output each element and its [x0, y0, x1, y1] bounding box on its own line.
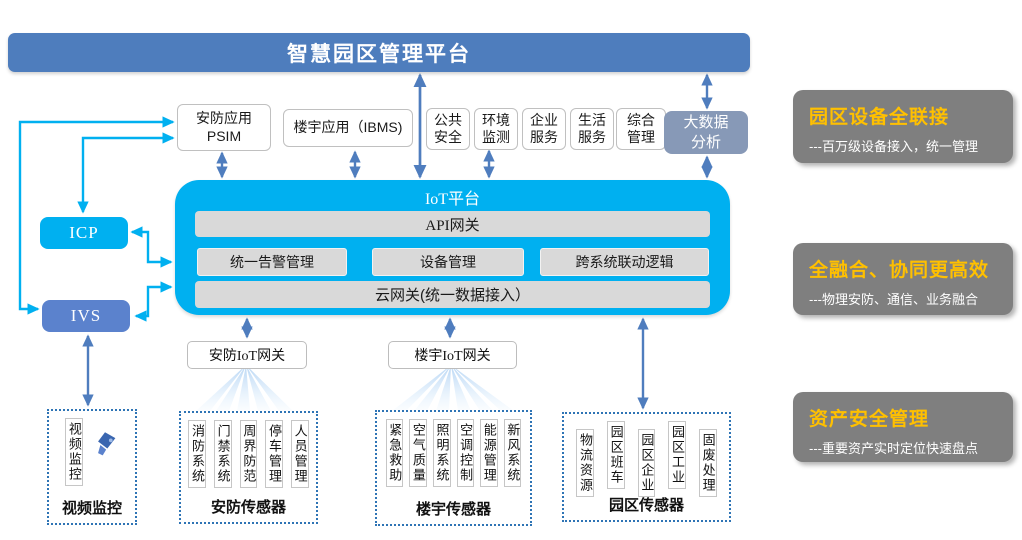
module-alarm-management: 统一告警管理: [197, 248, 347, 276]
module-device-management: 设备管理: [372, 248, 524, 276]
cloud-gateway-bar: 云网关(统一数据接入）: [195, 281, 710, 308]
building-iot-gateway: 楼宇IoT网关: [388, 341, 517, 369]
app-life-services: 生活 服务: [570, 108, 614, 150]
sensor-group-video: 视频监控 视频监控: [47, 409, 137, 525]
sensor-group-label: 视频监控: [61, 500, 122, 517]
bigdata-analysis-node: 大数据 分析: [664, 111, 748, 154]
icp-node: ICP: [40, 217, 128, 249]
app-public-safety: 公共 安全: [426, 108, 470, 150]
sensor-item: 园区班车: [607, 421, 625, 489]
iot-platform: IoT平台 API网关 统一告警管理 设备管理 跨系统联动逻辑 云网关(统一数据…: [175, 180, 730, 315]
benefit-title: 资产安全管理: [809, 409, 930, 430]
benefit-panel-convergence: 全融合、协同更高效 ---物理安防、通信、业务融合: [793, 243, 1013, 315]
benefit-title: 全融合、协同更高效: [809, 260, 990, 281]
sensor-group-security: 消防系统 门禁系统 周界防范 停车管理 人员管理 安防传感器: [179, 411, 318, 524]
page-title: 智慧园区管理平台: [287, 42, 471, 66]
app-env-monitoring: 环境 监测: [474, 108, 518, 150]
benefit-desc: ---物理安防、通信、业务融合: [809, 292, 978, 307]
sensor-item: 物流资源: [576, 429, 595, 497]
sensor-item: 人员管理: [290, 420, 309, 488]
sensor-group-label: 楼宇传感器: [415, 501, 491, 518]
benefit-title: 园区设备全联接: [809, 107, 950, 128]
sensor-group-building: 紧急救助 空气质量 照明系统 空调控制 能源管理 新风系统 楼宇传感器: [375, 410, 532, 526]
api-gateway-bar: API网关: [195, 211, 710, 237]
benefit-panel-device-connection: 园区设备全联接 ---百万级设备接入，统一管理: [793, 90, 1013, 163]
benefit-panel-asset-security: 资产安全管理 ---重要资产实时定位快速盘点: [793, 392, 1013, 462]
sensor-item: 周界防范: [239, 420, 258, 488]
sensor-group-park: 物流资源 园区班车 园区企业 园区工业 固废处理 园区传感器: [562, 412, 731, 522]
benefit-desc: ---重要资产实时定位快速盘点: [809, 441, 978, 456]
sensor-item: 新风系统: [503, 419, 522, 487]
app-ibms: 楼宇应用（IBMS): [283, 109, 413, 147]
sensor-item: 紧急救助: [385, 419, 404, 487]
security-gateway-rays: [196, 365, 293, 411]
ivs-node: IVS: [42, 300, 130, 332]
building-gateway-rays: [392, 365, 514, 411]
camera-icon: [97, 432, 116, 456]
sensor-item: 消防系统: [188, 420, 207, 488]
sensor-item: 停车管理: [265, 420, 283, 488]
iot-platform-title: IoT平台: [424, 191, 481, 208]
sensor-item: 固废处理: [698, 429, 717, 497]
app-general-management: 综合 管理: [616, 108, 666, 150]
sensor-group-label: 安防传感器: [210, 499, 286, 516]
sensor-item: 能源管理: [480, 419, 498, 487]
benefit-desc: ---百万级设备接入，统一管理: [809, 139, 978, 154]
module-cross-system-linkage: 跨系统联动逻辑: [540, 248, 709, 276]
app-psim: 安防应用 PSIM: [177, 104, 271, 151]
sensor-item: 园区企业: [637, 429, 656, 497]
sensor-item: 视频监控: [65, 418, 83, 486]
security-iot-gateway: 安防IoT网关: [187, 341, 307, 369]
sensor-item: 门禁系统: [214, 420, 232, 488]
sensor-item: 照明系统: [432, 419, 451, 487]
sensor-group-label: 园区传感器: [608, 497, 684, 514]
sensor-item: 空气质量: [409, 419, 427, 487]
platform-title-banner: 智慧园区管理平台: [8, 33, 750, 72]
sensor-item: 园区工业: [668, 421, 686, 489]
app-enterprise-services: 企业 服务: [522, 108, 566, 150]
sensor-item: 空调控制: [456, 419, 475, 487]
